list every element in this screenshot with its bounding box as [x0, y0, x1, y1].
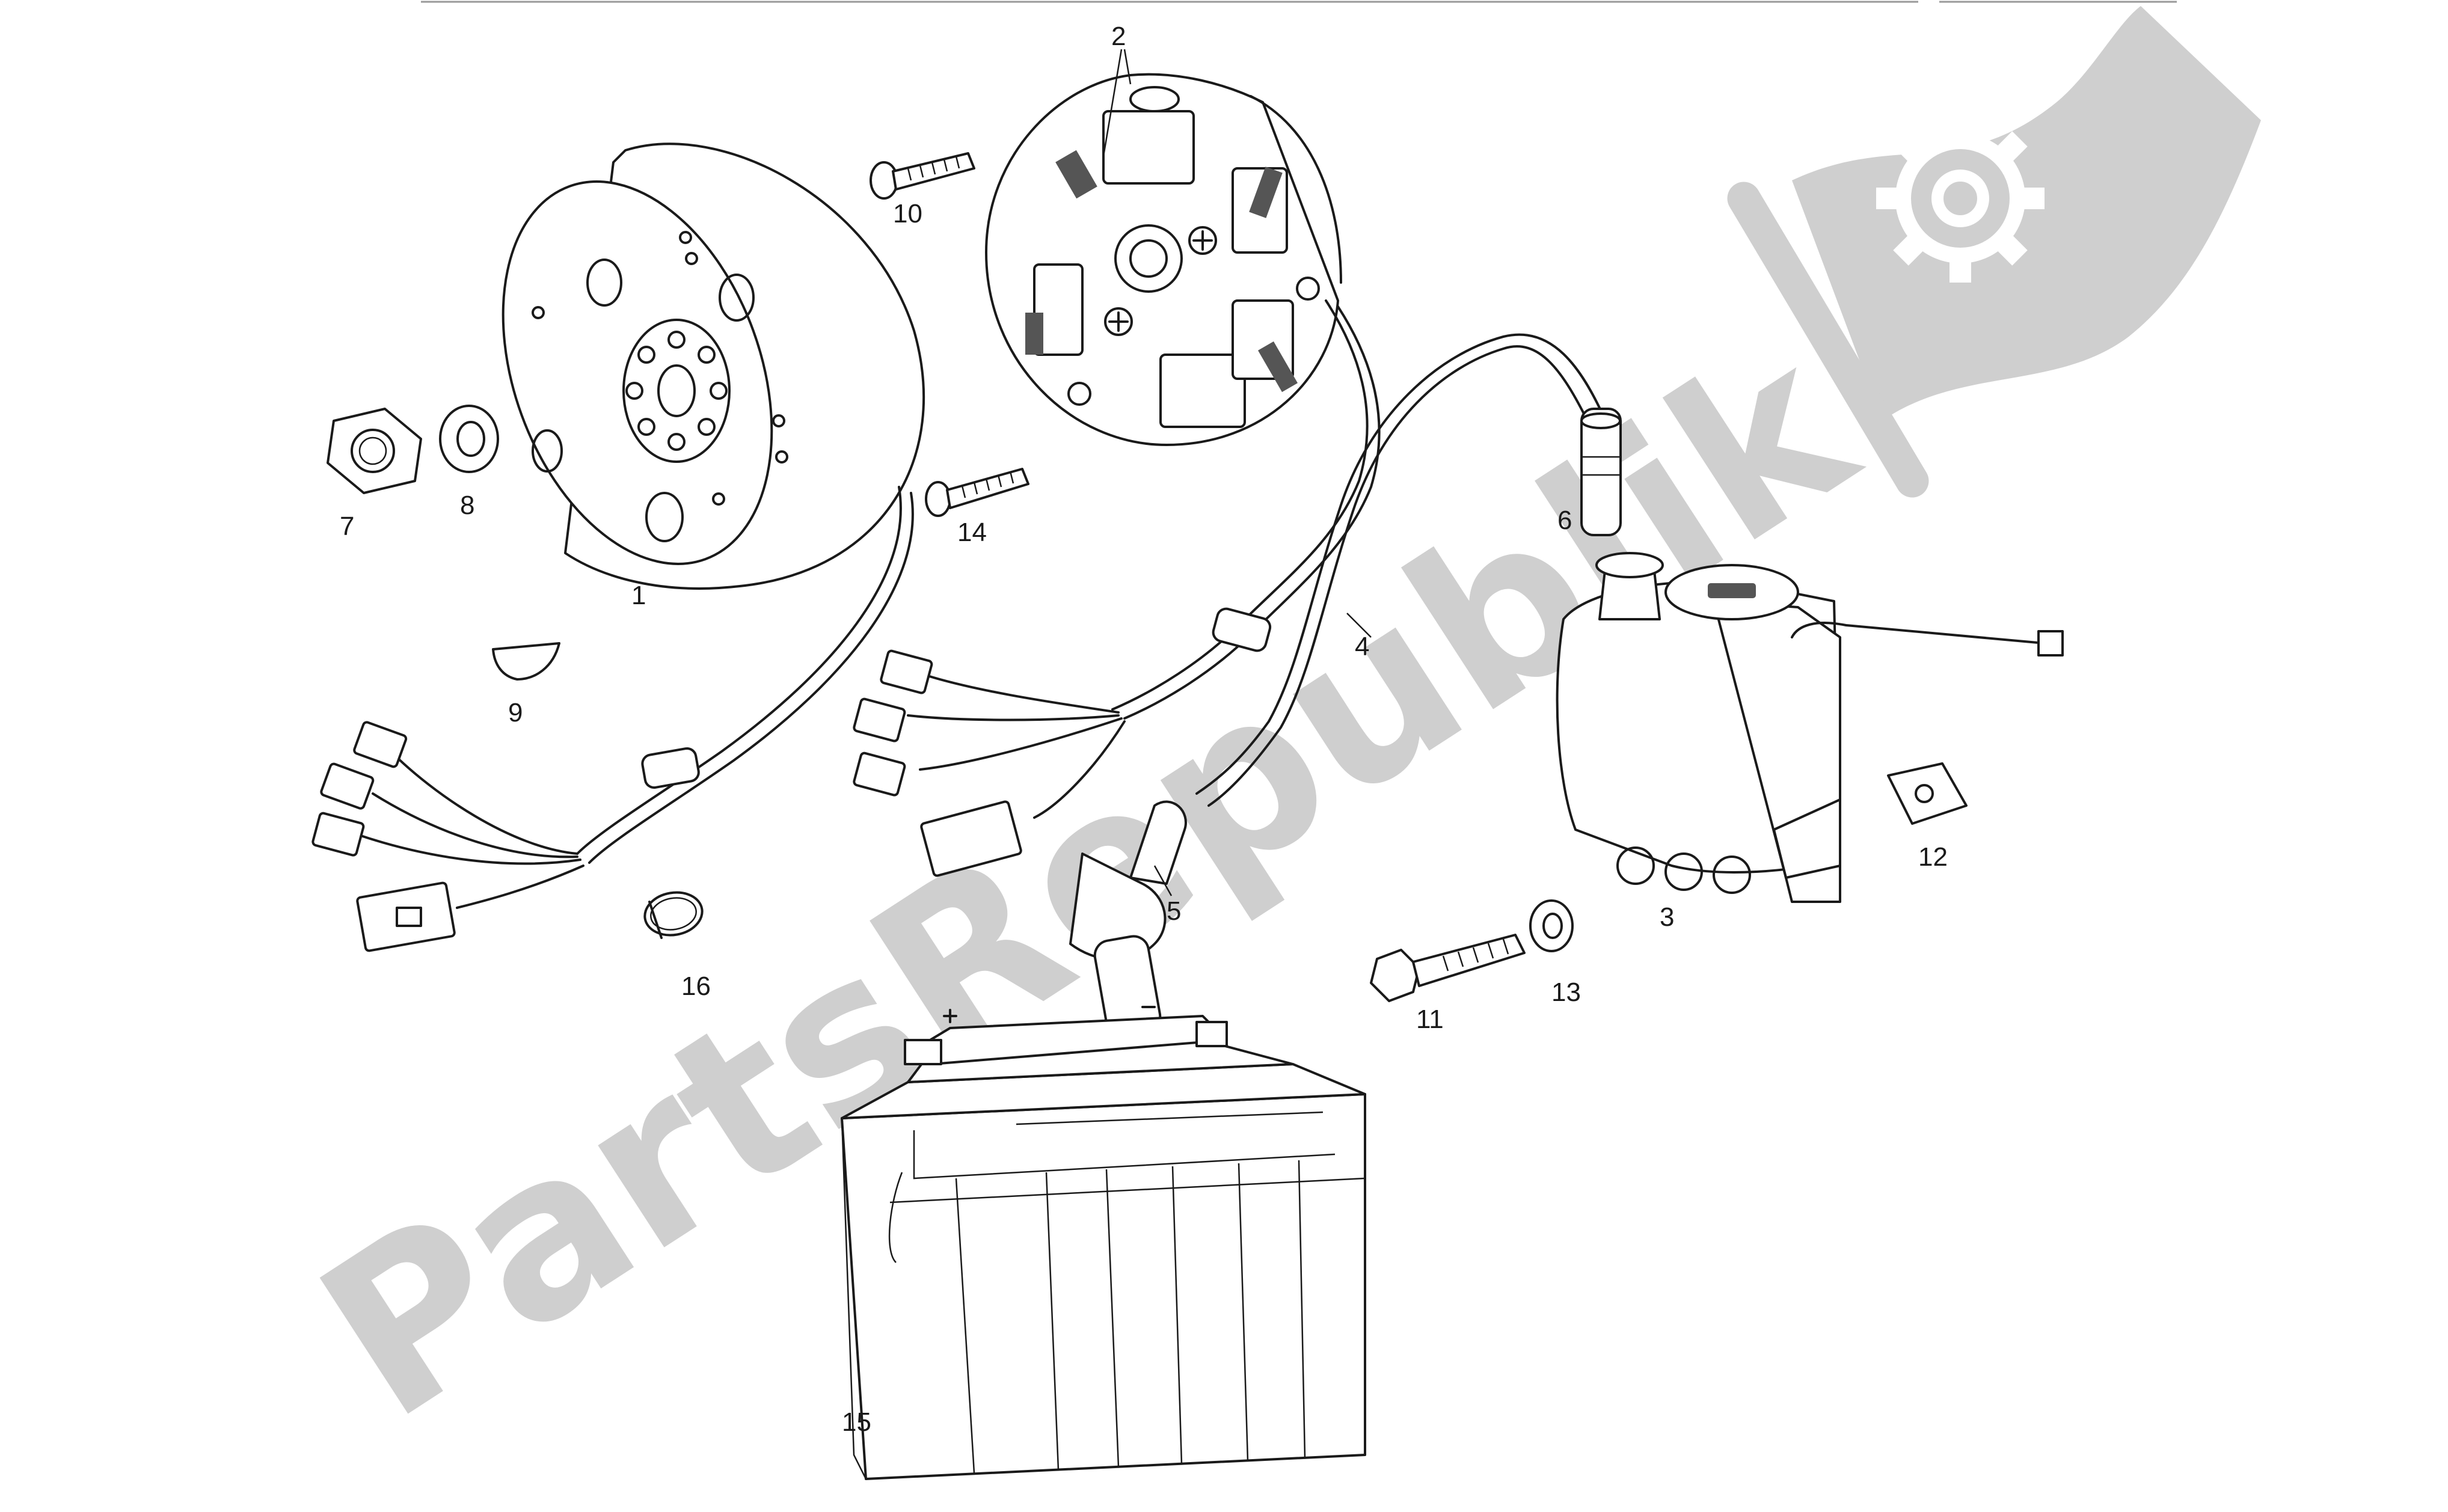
ignition-coil-cdi: [1556, 552, 2064, 903]
callout-labels: 1 2 3 4 5 6 7 8 9 10 11 12 13 14 15 16: [340, 22, 1948, 1437]
screw: [870, 152, 975, 200]
washer: [1529, 899, 1574, 952]
stator-plate: [853, 73, 1381, 877]
washer: [439, 405, 499, 473]
leader-lines: [1102, 49, 1372, 896]
callout-9: 9: [508, 698, 523, 727]
gear-flag-icon: [1727, 6, 2261, 498]
callout-3: 3: [1660, 902, 1674, 932]
flywheel-rotor: [311, 142, 925, 952]
callout-10: 10: [893, 199, 922, 228]
callout-15: 15: [842, 1407, 871, 1437]
callout-13: 13: [1551, 978, 1581, 1007]
callout-1: 1: [631, 581, 646, 610]
callout-16: 16: [681, 972, 711, 1001]
callout-14: 14: [957, 518, 987, 547]
hv-cable: [1195, 333, 1607, 807]
callout-11: 11: [1416, 1005, 1444, 1034]
screw: [925, 468, 1029, 517]
callout-6: 6: [1557, 506, 1572, 535]
spark-plug-cap: [1069, 800, 1187, 1048]
callout-8: 8: [460, 491, 474, 520]
cap-connector: [1580, 408, 1622, 536]
hex-nut: [327, 408, 422, 494]
callout-4: 4: [1355, 632, 1369, 661]
callout-5: 5: [1167, 896, 1181, 926]
callout-12: 12: [1918, 842, 1948, 872]
callout-2: 2: [1111, 22, 1126, 51]
woodruff-key: [492, 642, 560, 681]
bolt: [1370, 934, 1526, 1002]
battery: [841, 1006, 1366, 1480]
callout-7: 7: [340, 512, 354, 541]
cable-clamp: [643, 891, 704, 939]
clip-nut: [1887, 762, 1968, 825]
